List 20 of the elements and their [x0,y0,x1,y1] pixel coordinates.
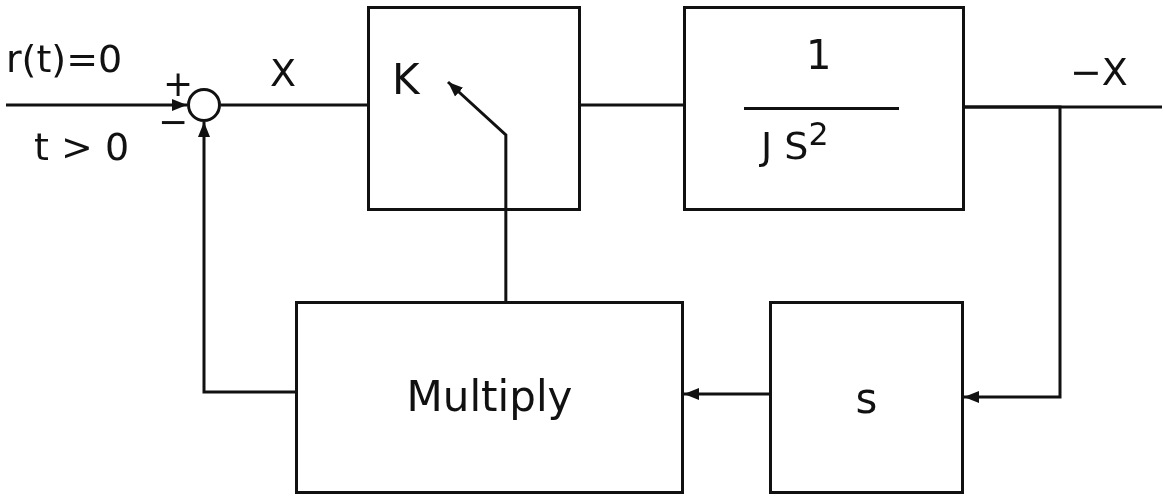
denominator-label: J S$^{2}$ [761,119,829,165]
signal-line [221,103,367,107]
multiplier-block [295,301,684,494]
arrow [684,388,769,401]
edge-label: r(t)=0 [5,40,124,78]
gain-label: K [392,59,420,101]
derivative-block [769,301,964,494]
variable-gain-arrow [447,80,508,301]
arrow [964,105,1062,403]
block-label: Multiply [405,376,574,418]
gain-block [367,6,581,211]
minus-sign: − [158,104,189,140]
signal-line [581,103,683,107]
plus-sign: + [163,66,194,102]
block-label: s [854,378,879,420]
arrow [6,99,187,111]
numerator-label: 1 [806,35,832,75]
condition-label: t > 0 [34,128,130,166]
arrow [198,122,295,394]
transfer-function-block [683,6,965,211]
